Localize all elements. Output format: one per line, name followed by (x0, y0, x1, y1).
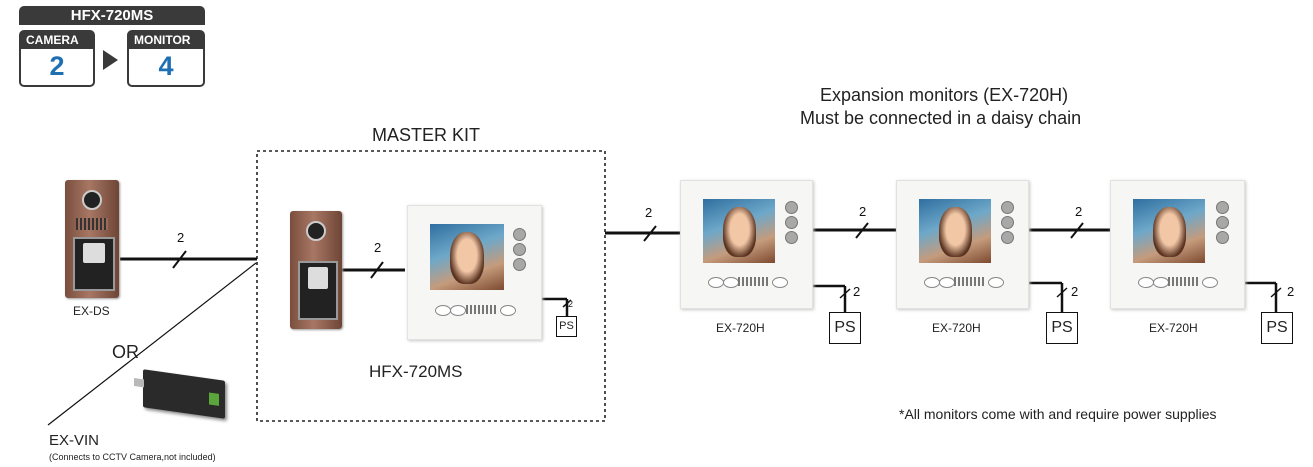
camera-label: CAMERA (21, 32, 93, 49)
wire-count-label: 2 (1287, 284, 1295, 299)
wire-count-label: 2 (1075, 204, 1083, 219)
vin-label: EX-VIN (49, 432, 100, 449)
camera-count: 2 (49, 51, 65, 81)
wire-count-label: 2 (859, 204, 867, 219)
expansion-monitor-label: EX-720H (932, 321, 981, 335)
expansion-monitor-image (680, 180, 813, 309)
expansion-monitor-label: EX-720H (716, 321, 765, 335)
expansion-title-line1: Expansion monitors (EX-720H) (820, 85, 1069, 105)
monitor-label: MONITOR (129, 32, 203, 49)
or-label: OR (112, 342, 139, 362)
expansion-monitor-image (1110, 180, 1245, 309)
master-kit-title: MASTER KIT (372, 125, 481, 145)
master-kit-border (256, 150, 606, 422)
monitor-count: 4 (158, 51, 174, 81)
arrow-right-icon (103, 50, 118, 70)
vin-note: (Connects to CCTV Camera,not included) (49, 452, 216, 462)
camera-count-box: CAMERA 2 (19, 30, 95, 87)
wire-kit-inner-tick (370, 261, 384, 279)
wire-or-diagonal (47, 262, 257, 426)
power-supply-box: PS (1261, 312, 1293, 344)
master-kit-model-label: HFX-720MS (369, 362, 463, 381)
wire-count-label: 2 (1071, 284, 1079, 299)
wire-count-label: 2 (374, 240, 382, 255)
wire-exds-tick (172, 250, 187, 269)
power-supply-box: PS (829, 312, 861, 344)
power-supply-box: PS (1046, 312, 1078, 344)
power-supply-footnote: *All monitors come with and require powe… (899, 406, 1217, 422)
kit-door-panel-image (290, 211, 342, 329)
wire-exp1-exp2-tick (855, 222, 869, 239)
expansion-monitor-image (896, 180, 1029, 309)
wire-kit-ps-tick (562, 299, 572, 308)
door-station-image (65, 180, 119, 298)
wire-exp2-exp3-tick (1070, 222, 1084, 239)
kit-monitor-image (407, 205, 542, 340)
expansion-title-line2: Must be connected in a daisy chain (800, 108, 1082, 128)
model-badge-title: HFX-720MS (19, 6, 205, 25)
power-supply-box: PS (556, 316, 577, 337)
wire-count-label: 2 (568, 299, 574, 309)
door-station-label: EX-DS (73, 304, 110, 318)
expansion-monitor-label: EX-720H (1149, 321, 1198, 335)
wire-count-label: 2 (645, 205, 653, 220)
wire-count-label: 2 (177, 230, 185, 245)
monitor-count-box: MONITOR 4 (127, 30, 205, 87)
wire-kit-exp1-tick (643, 225, 657, 242)
wire-count-label: 2 (853, 284, 861, 299)
